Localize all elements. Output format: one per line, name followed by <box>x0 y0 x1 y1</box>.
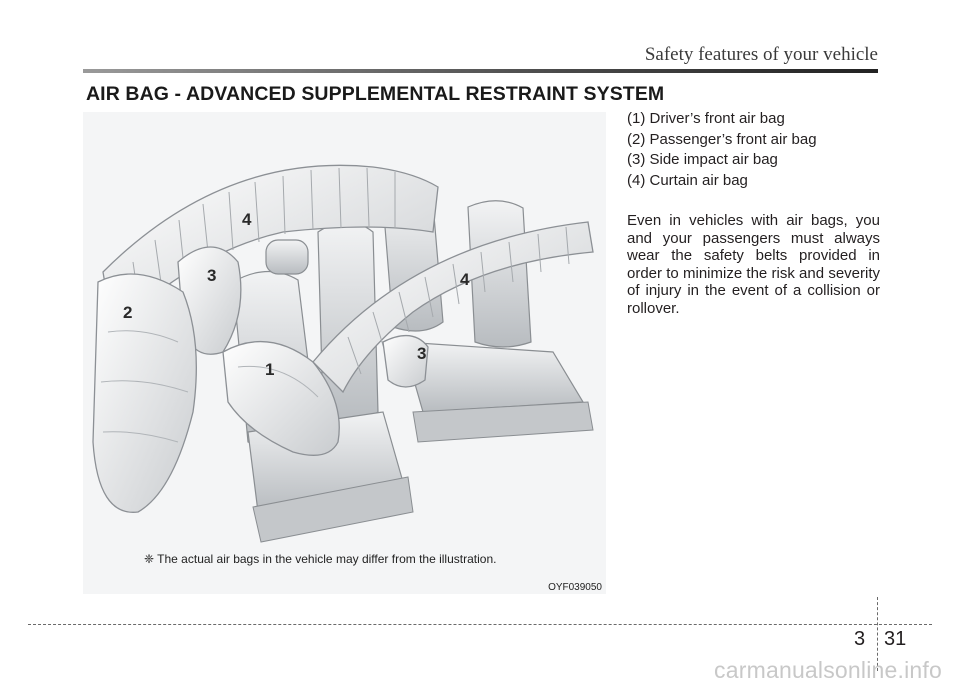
page-title: AIR BAG - ADVANCED SUPPLEMENTAL RESTRAIN… <box>86 83 665 105</box>
airbag-illustration-drawing: 4 3 4 2 3 1 <box>92 164 594 543</box>
legend-item-side-impact: (3) Side impact air bag <box>627 151 778 168</box>
figure-note: ❈ The actual air bags in the vehicle may… <box>144 552 497 566</box>
page-number: 31 <box>884 628 907 650</box>
callout-4-right: 4 <box>460 270 470 289</box>
chapter-number: 3 <box>854 628 866 650</box>
footer-divider <box>877 597 878 671</box>
footer-rule <box>28 624 932 625</box>
callout-3-left: 3 <box>207 266 216 285</box>
callout-1: 1 <box>265 360 274 379</box>
callout-2: 2 <box>123 303 132 322</box>
airbag-legend: (1) Driver’s front air bag (2) Passenger… <box>627 109 817 191</box>
legend-item-passenger-front: (2) Passenger’s front air bag <box>627 130 817 148</box>
watermark: carmanualsonline.info <box>714 657 942 683</box>
safety-belt-paragraph: Even in vehicles with air bags, you and … <box>627 212 880 317</box>
airbag-illustration: 4 3 4 2 3 1 ❈ The actual air bags in the… <box>83 112 606 594</box>
header-rule <box>83 69 878 73</box>
section-header: Safety features of your vehicle <box>644 44 878 65</box>
figure-code: OYF039050 <box>548 582 602 593</box>
callout-3-right: 3 <box>417 344 426 363</box>
callout-4-left: 4 <box>242 210 252 229</box>
legend-item-curtain: (4) Curtain air bag <box>627 171 748 189</box>
legend-item-driver-front: (1) Driver’s front air bag <box>627 110 785 127</box>
